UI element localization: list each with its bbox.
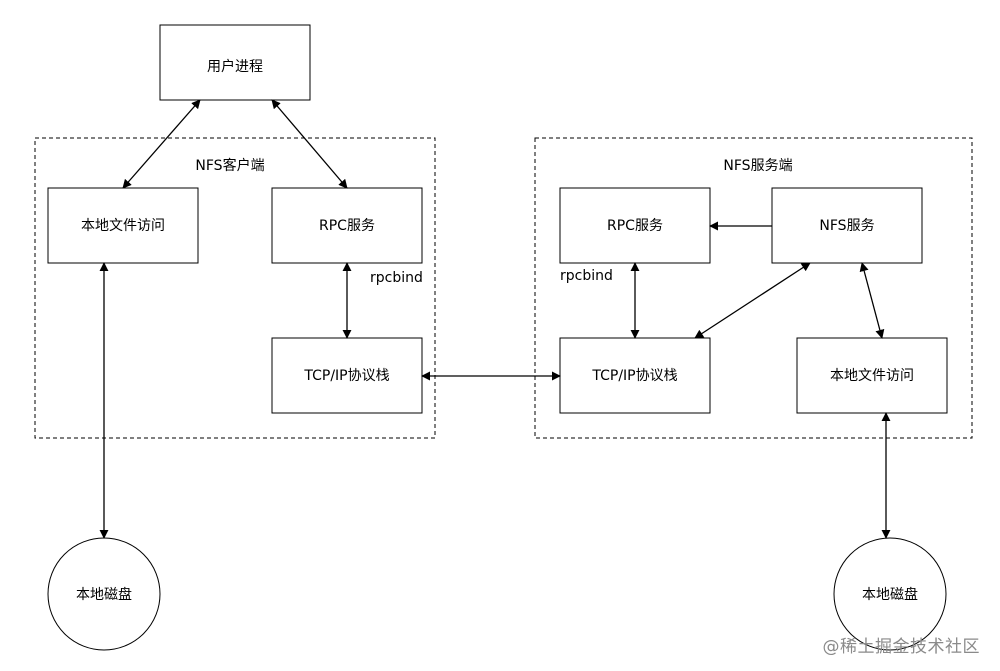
arrow-user-to-client-rpc <box>271 99 348 189</box>
server-rpc-service-box <box>559 187 711 264</box>
client-rpc-service-box <box>271 187 423 264</box>
server-tcpip-stack-label: TCP/IP协议栈 <box>591 368 677 384</box>
client-tcpip-stack-box <box>271 337 423 414</box>
user-process-label: 用户进程 <box>207 58 263 75</box>
nfs-client-group <box>34 137 436 439</box>
client-tcpip-stack-label: TCP/IP协议栈 <box>303 368 389 384</box>
arrow-user-to-client-local-file <box>122 99 201 189</box>
client-rpc-service-label: RPC服务 <box>319 218 375 234</box>
server-tcpip-stack-box <box>559 337 711 414</box>
server-local-file-access-label: 本地文件访问 <box>830 368 914 384</box>
arrow-server-nfs-to-tcpip <box>694 262 811 339</box>
server-rpcbind-label: rpcbind <box>560 268 613 284</box>
watermark: @稀土掘金技术社区 <box>822 637 980 657</box>
client-local-file-access-label: 本地文件访问 <box>81 218 165 234</box>
client-local-file-access-box <box>47 187 199 264</box>
server-rpc-service-label: RPC服务 <box>607 218 663 234</box>
client-local-disk-label: 本地磁盘 <box>76 586 132 603</box>
server-nfs-service-label: NFS服务 <box>819 218 874 234</box>
nfs-client-group-label: NFS客户端 <box>195 157 264 174</box>
nfs-server-group-label: NFS服务端 <box>723 158 792 174</box>
user-process-box <box>159 24 311 101</box>
client-rpcbind-label: rpcbind <box>370 270 423 286</box>
arrow-server-nfs-to-local-file <box>859 262 885 339</box>
server-local-disk-label: 本地磁盘 <box>862 586 918 603</box>
server-nfs-service-box <box>771 187 923 264</box>
nfs-server-group <box>534 137 973 439</box>
